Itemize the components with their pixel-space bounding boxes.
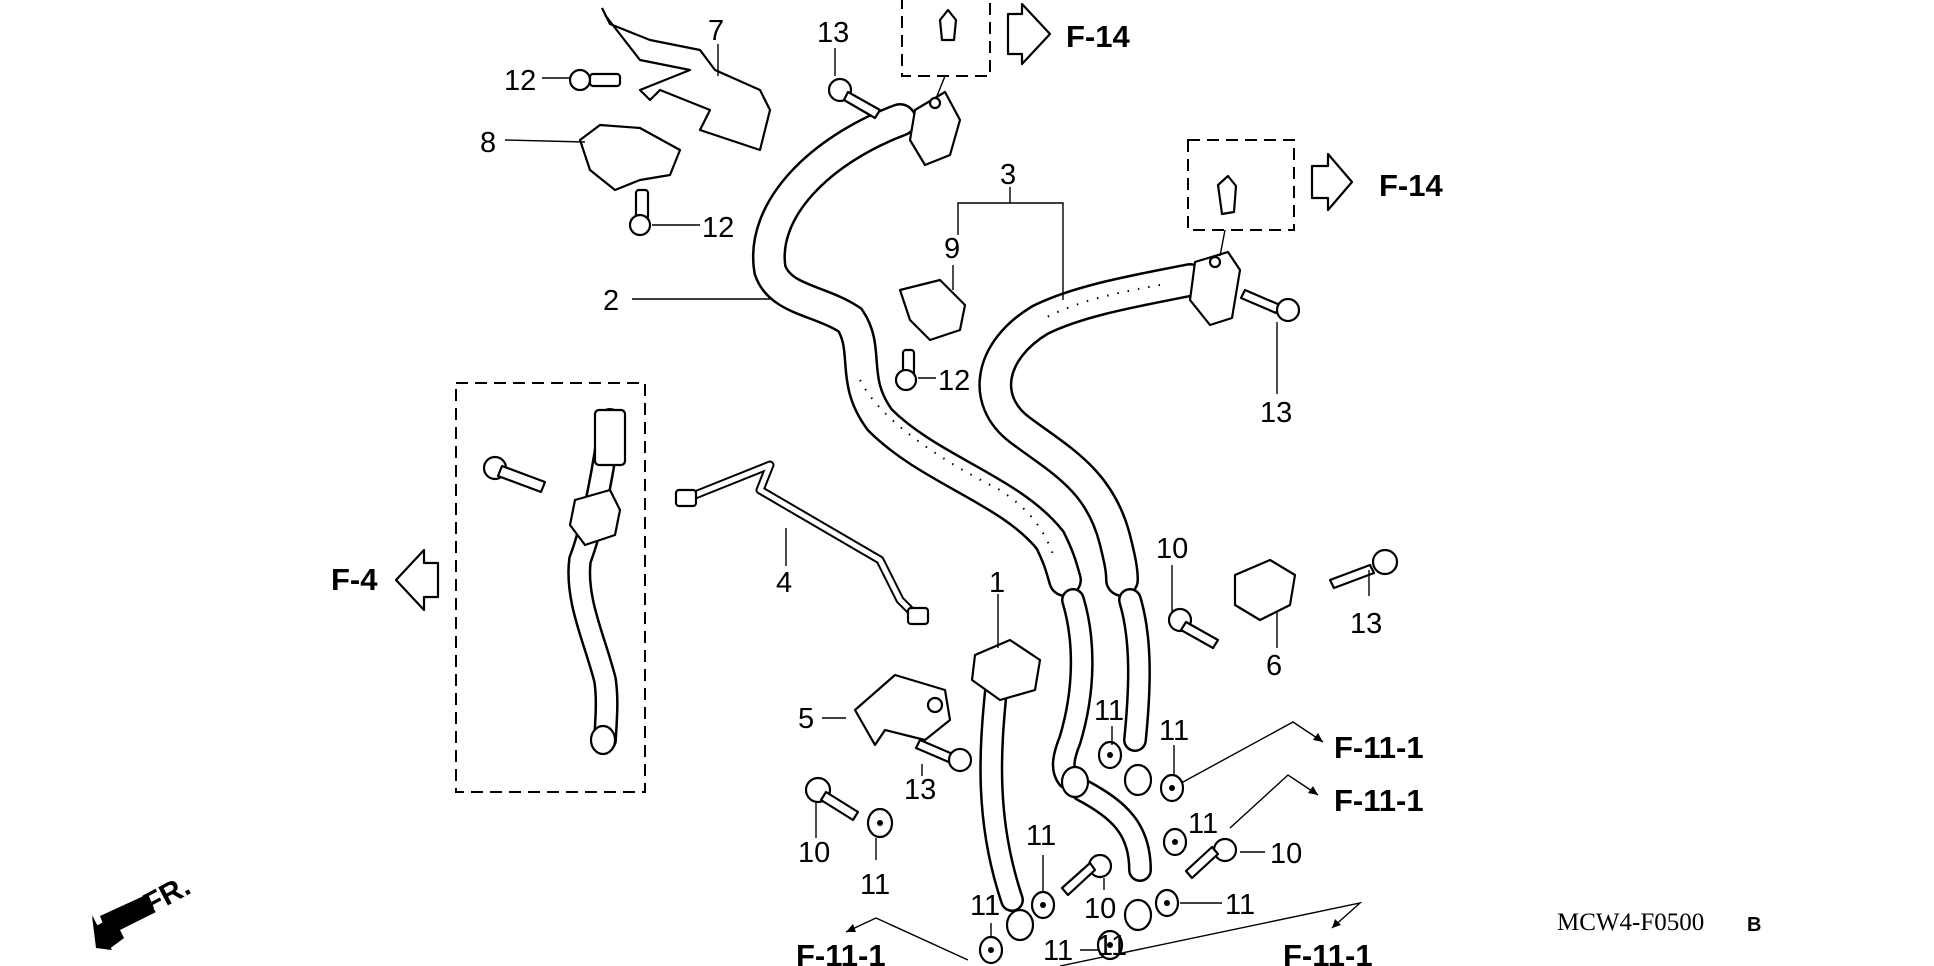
brake-hose-3 bbox=[978, 263, 1207, 597]
detail-box-right bbox=[1187, 139, 1295, 231]
joint-block-1 bbox=[970, 638, 1042, 702]
callout-4: 4 bbox=[776, 567, 792, 599]
bolt-12-icon bbox=[894, 348, 918, 392]
callout-10: 10 bbox=[1156, 533, 1188, 565]
callout-8: 8 bbox=[480, 127, 496, 159]
ref-pointer-lines bbox=[845, 721, 1363, 966]
callout-2: 2 bbox=[603, 285, 619, 317]
bolt-left-box-icon bbox=[482, 455, 547, 494]
callout-10: 10 bbox=[1084, 893, 1116, 925]
ref-label-f11-1[interactable]: F-11-1 bbox=[1334, 730, 1424, 765]
callout-11: 11 bbox=[1188, 808, 1218, 840]
bolt-10-icon bbox=[804, 776, 860, 822]
callout-11: 11 bbox=[1094, 695, 1124, 727]
callout-11: 11 bbox=[1097, 930, 1127, 962]
callout-10: 10 bbox=[1270, 838, 1302, 870]
callout-12: 12 bbox=[504, 65, 536, 97]
ref-arrow-icon bbox=[1006, 2, 1052, 66]
ref-label-f4[interactable]: F-4 bbox=[331, 562, 378, 597]
callout-1: 1 bbox=[989, 567, 1005, 599]
leader-lines bbox=[504, 44, 1370, 951]
ref-arrow-icon bbox=[394, 548, 440, 612]
ref-arrow-icon bbox=[1310, 152, 1354, 212]
bolt-13-icon bbox=[827, 77, 882, 120]
brake-hose-lower bbox=[1051, 588, 1152, 882]
bracket-7 bbox=[601, 7, 772, 152]
detail-box-top bbox=[901, 0, 991, 77]
callout-13: 13 bbox=[904, 774, 936, 806]
ref-label-f11-1[interactable]: F-11-1 bbox=[1283, 938, 1373, 966]
callout-7: 7 bbox=[708, 15, 724, 47]
bolt-13-icon bbox=[1328, 548, 1399, 590]
bolt-10-icon bbox=[1184, 837, 1238, 880]
callout-11: 11 bbox=[1026, 820, 1056, 852]
callout-3: 3 bbox=[1000, 159, 1016, 191]
bolt-13-icon bbox=[1239, 288, 1301, 323]
bolt-10-icon bbox=[1167, 607, 1220, 650]
clamp-9 bbox=[898, 278, 967, 342]
joint-block-top bbox=[908, 8, 962, 167]
clamp-8 bbox=[578, 123, 682, 192]
callout-13: 13 bbox=[1350, 608, 1382, 640]
bracket-5 bbox=[853, 673, 952, 747]
brake-hose-2 bbox=[751, 103, 1082, 597]
callout-12: 12 bbox=[702, 212, 734, 244]
bolt-10-icon bbox=[1060, 853, 1113, 897]
brake-pipe-4 bbox=[674, 460, 930, 626]
diagram-code: MCW4-F0500 bbox=[1557, 909, 1704, 936]
callout-13: 13 bbox=[1260, 397, 1292, 429]
callout-10: 10 bbox=[798, 837, 830, 869]
callout-9: 9 bbox=[944, 233, 960, 265]
callout-6: 6 bbox=[1266, 650, 1282, 682]
brake-hose-boxed bbox=[567, 408, 622, 752]
callout-11: 11 bbox=[1159, 715, 1189, 747]
ref-label-f14[interactable]: F-14 bbox=[1379, 168, 1444, 203]
bolt-13-icon bbox=[914, 738, 973, 773]
callout-12: 12 bbox=[938, 365, 970, 397]
ref-label-f14[interactable]: F-14 bbox=[1066, 19, 1131, 54]
front-direction-arrow-icon bbox=[92, 894, 156, 950]
callout-13: 13 bbox=[817, 17, 849, 49]
ref-label-f11-1[interactable]: F-11-1 bbox=[796, 938, 886, 966]
bolt-12-icon bbox=[568, 68, 622, 92]
callout-11: 11 bbox=[860, 869, 890, 901]
banjo-fittings bbox=[589, 724, 1153, 942]
diagram-code-suffix: B bbox=[1747, 914, 1761, 936]
callout-11: 11 bbox=[970, 890, 1000, 922]
brake-hose-1 bbox=[979, 678, 1024, 912]
joint-block-right bbox=[1188, 174, 1242, 327]
detail-box-left bbox=[455, 382, 646, 793]
clamp-6 bbox=[1233, 558, 1297, 622]
callout-11: 11 bbox=[1225, 889, 1255, 921]
callout-5: 5 bbox=[798, 703, 814, 735]
sealing-washers bbox=[866, 740, 1188, 965]
bolt-12-icon bbox=[628, 188, 652, 237]
callout-11: 11 bbox=[1043, 935, 1073, 966]
ref-label-f11-1[interactable]: F-11-1 bbox=[1334, 783, 1424, 818]
joint-block-left bbox=[568, 408, 627, 547]
